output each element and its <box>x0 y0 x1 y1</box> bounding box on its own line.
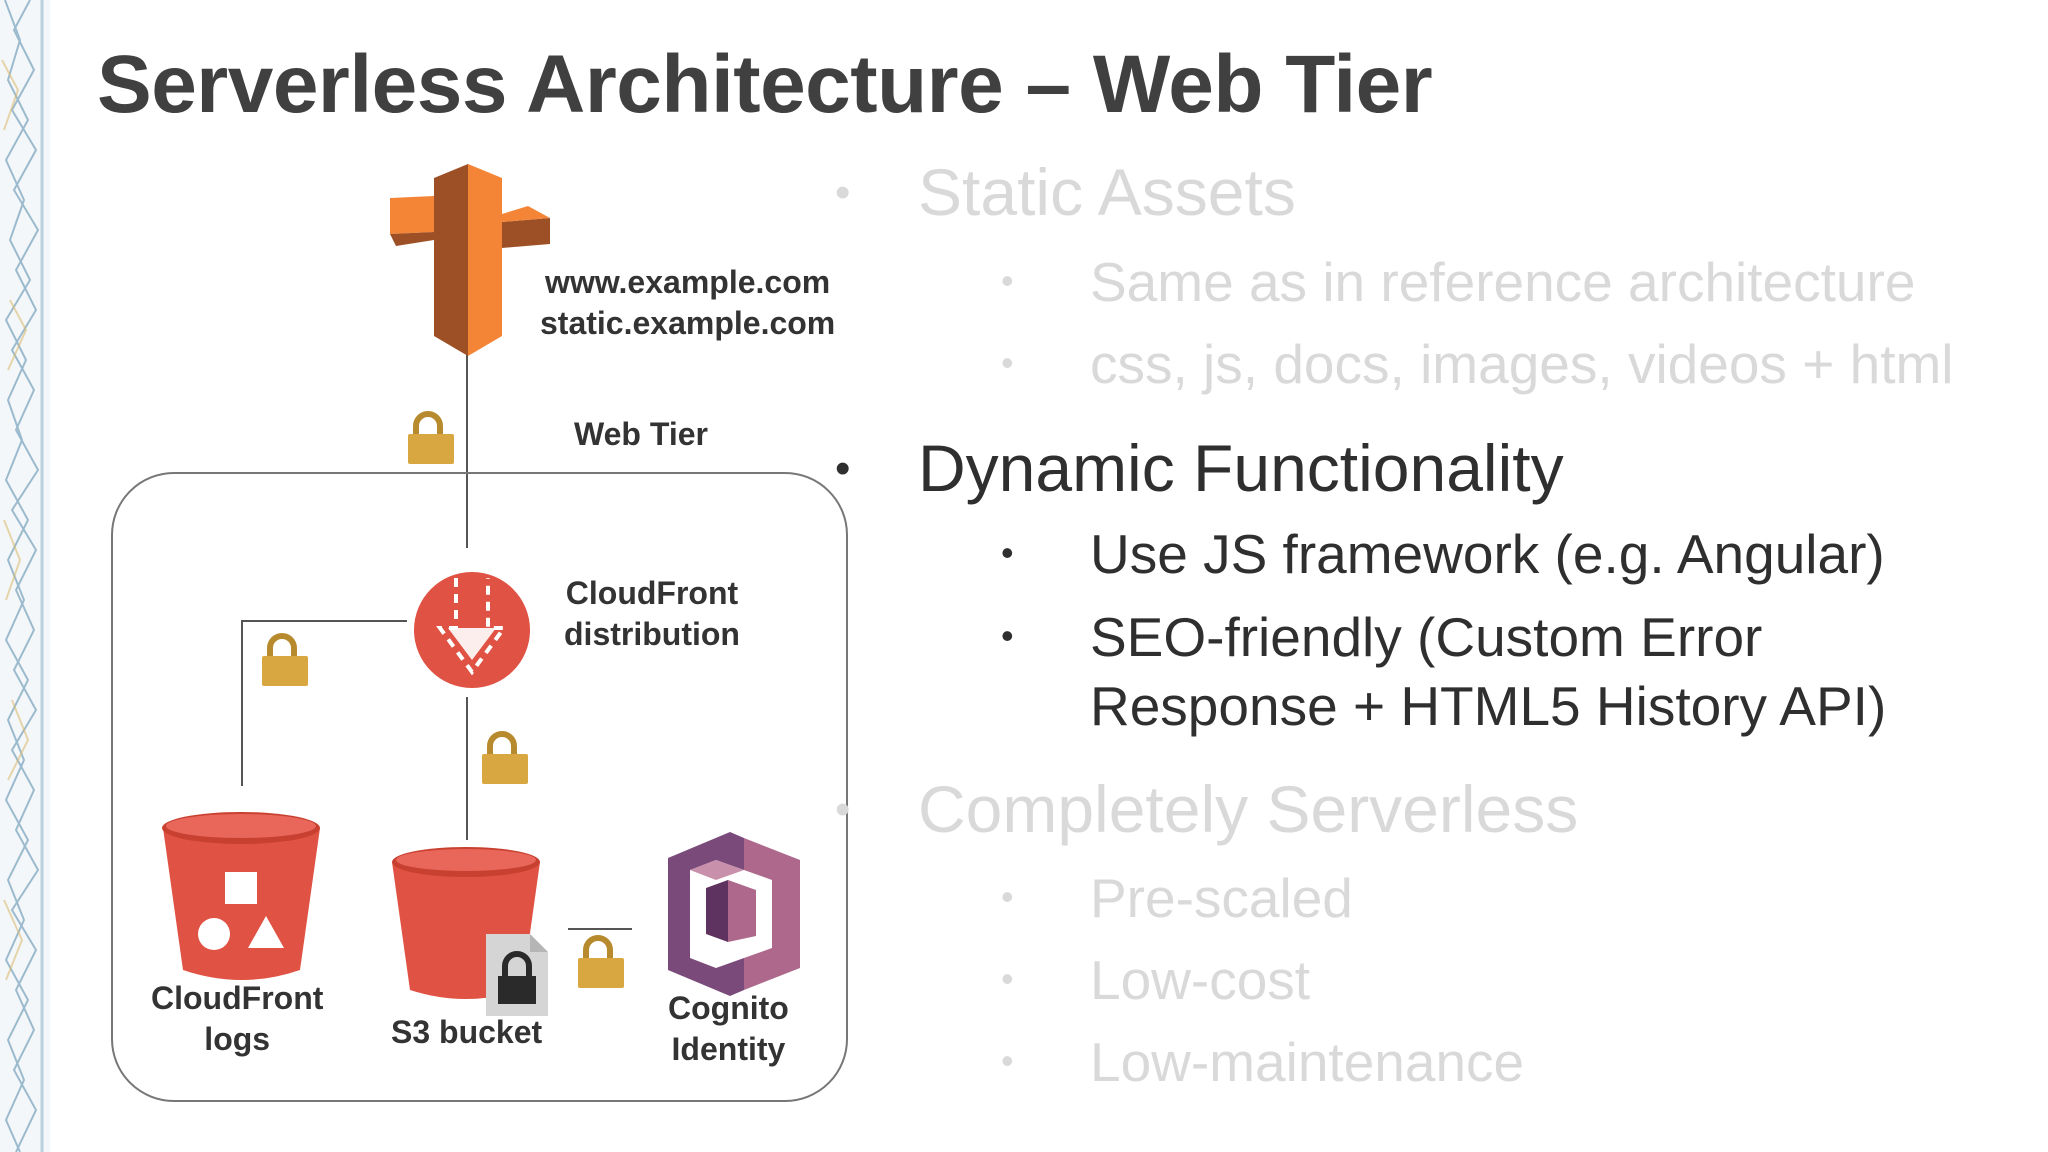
sub-bullet: • Use JS framework (e.g. Angular) <box>1001 523 1885 585</box>
bullet-dot: • <box>1001 532 1014 573</box>
cloudfront-icon <box>414 572 530 688</box>
bullet-completely-serverless: • Completely Serverless <box>835 772 1579 846</box>
lock-icon <box>482 731 528 784</box>
cloudfront-logs-label: CloudFront logs <box>151 980 324 1057</box>
bullet-dot: • <box>835 444 851 493</box>
architecture-diagram <box>111 164 848 1102</box>
sub-bullet: • Low-maintenance <box>1001 1031 1525 1093</box>
sub-bullet: • Same as in reference architecture <box>1001 251 1916 313</box>
s3-bucket-icon <box>392 847 548 1016</box>
web-tier-label: Web Tier <box>574 416 708 452</box>
bullet-dot: • <box>1001 876 1014 917</box>
cognito-identity-label: Cognito Identity <box>668 990 789 1067</box>
sub-bullet: • css, js, docs, images, videos + html <box>1001 333 1954 395</box>
bullet-dot: • <box>1001 1040 1014 1081</box>
bullet-dot: • <box>835 168 851 217</box>
slide-title: Serverless Architecture – Web Tier <box>97 39 1433 130</box>
bullet-dynamic-functionality: • Dynamic Functionality <box>835 431 1564 505</box>
sub-bullet-continuation: Response + HTML5 History API) <box>1090 675 1887 737</box>
domain-label: www.example.com static.example.com <box>540 264 836 341</box>
sub-bullet: • Pre-scaled <box>1001 867 1353 929</box>
bullet-dot: • <box>1001 260 1014 301</box>
route53-icon <box>390 164 550 356</box>
cloudfront-distribution-label: CloudFront distribution <box>564 575 740 652</box>
connector-cloudfront-logs <box>241 620 407 786</box>
bullet-static-assets: • Static Assets <box>835 155 1296 229</box>
s3-bucket-icon <box>162 812 320 980</box>
bullet-dot: • <box>1001 958 1014 999</box>
sub-bullet: • Low-cost <box>1001 949 1311 1011</box>
bullet-dot: • <box>1001 615 1014 656</box>
bullet-dot: • <box>1001 342 1014 383</box>
lock-icon <box>578 935 624 988</box>
lock-icon <box>408 411 454 464</box>
web-tier-container <box>111 472 848 1102</box>
bullet-dot: • <box>835 785 851 834</box>
cognito-icon <box>668 832 800 996</box>
decorative-border <box>0 0 50 1152</box>
lock-icon <box>262 633 308 686</box>
s3-bucket-label: S3 bucket <box>391 1014 543 1050</box>
sub-bullet: • SEO-friendly (Custom Error <box>1001 606 1763 668</box>
